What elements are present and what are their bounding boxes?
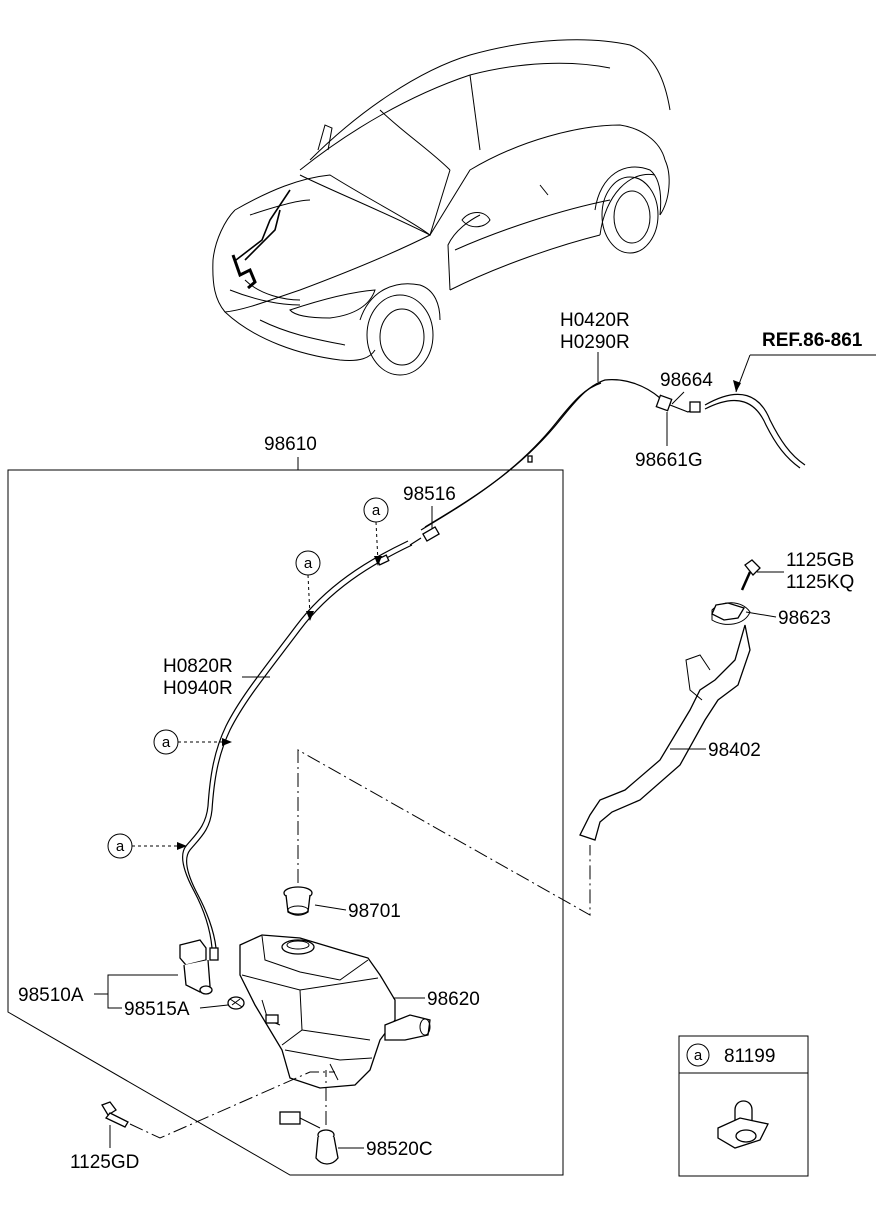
upper-hose — [420, 354, 876, 531]
label-98510a: 98510A — [18, 985, 84, 1006]
label-ref: REF.86-861 — [762, 330, 863, 351]
label-h0290r: H0290R — [560, 332, 630, 353]
label-h0420r: H0420R — [560, 310, 630, 331]
grommet-icon — [283, 886, 313, 916]
label-98661g: 98661G — [635, 450, 703, 471]
callout-a-4: a — [107, 833, 187, 859]
callout-a-1: a — [363, 497, 389, 566]
svg-text:a: a — [162, 734, 171, 751]
svg-text:a: a — [694, 1047, 703, 1064]
filler-neck-icon — [579, 559, 761, 841]
label-98516: 98516 — [403, 484, 456, 505]
label-98623: 98623 — [778, 608, 831, 629]
car-illustration-icon — [212, 39, 671, 376]
label-1125kq: 1125KQ — [786, 572, 854, 593]
label-98701: 98701 — [348, 901, 401, 922]
legend-box: a 81199 — [678, 1035, 809, 1177]
svg-text:a: a — [372, 502, 381, 519]
label-98402: 98402 — [708, 740, 761, 761]
assembly-frame — [7, 469, 564, 1176]
callout-a-3: a — [153, 729, 232, 755]
label-1125gd: 1125GD — [70, 1152, 139, 1173]
label-98610: 98610 — [264, 434, 317, 455]
hose-clip-icon — [717, 1100, 769, 1149]
svg-text:a: a — [304, 555, 313, 572]
callout-a-2: a — [295, 550, 321, 621]
bolt-icon — [101, 1101, 129, 1128]
label-1125gb: 1125GB — [786, 550, 854, 571]
washer-reservoir-icon — [239, 934, 431, 1089]
label-98620: 98620 — [427, 989, 480, 1010]
label-98664: 98664 — [660, 370, 713, 391]
washer-pump-icon — [179, 939, 219, 995]
label-98515a: 98515A — [124, 999, 190, 1020]
label-98520c: 98520C — [366, 1139, 433, 1160]
label-h0940r: H0940R — [163, 678, 233, 699]
label-81199: 81199 — [724, 1046, 775, 1067]
label-h0820r: H0820R — [163, 656, 233, 677]
svg-text:a: a — [116, 838, 125, 855]
level-sensor-icon — [279, 1111, 339, 1165]
pump-grommet-icon — [227, 996, 245, 1010]
